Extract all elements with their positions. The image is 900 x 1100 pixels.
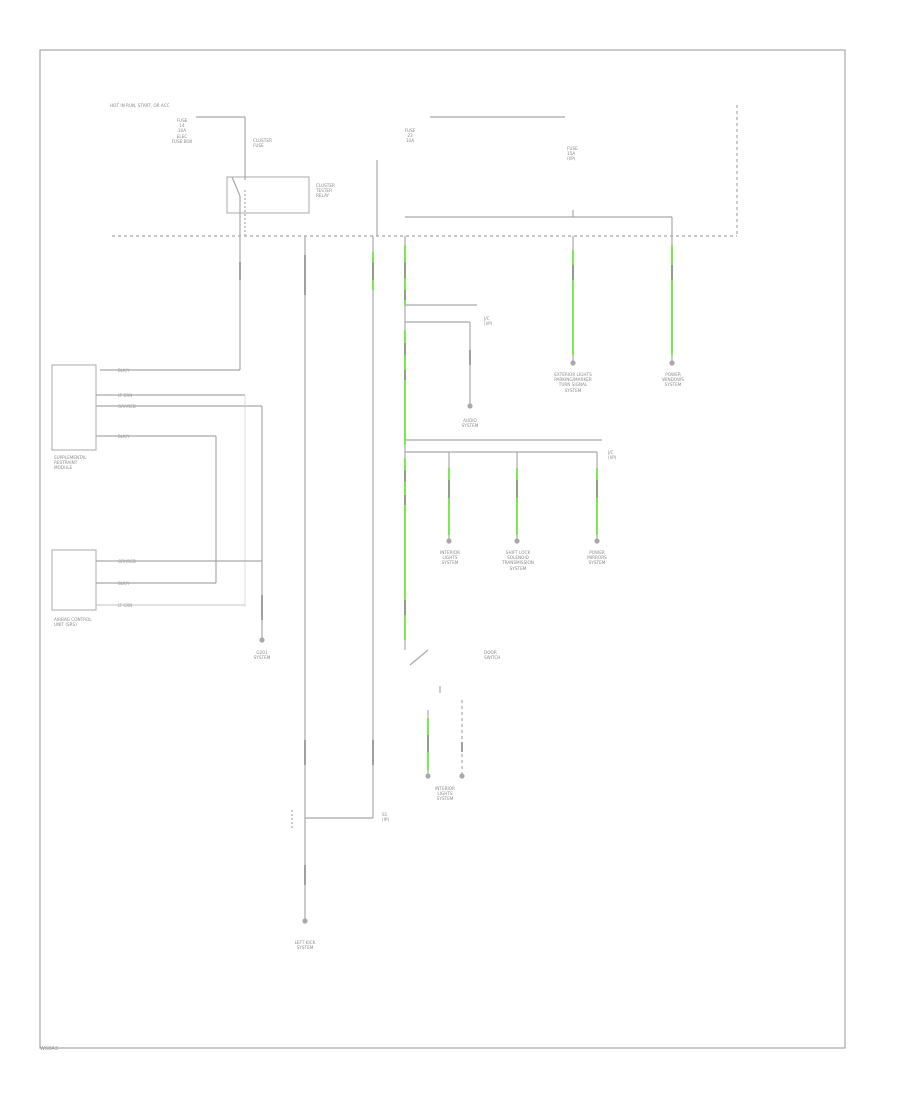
door-switch-label: DOOR SWITCH xyxy=(484,650,501,661)
power-mirrors-label: POWER MIRRORS SYSTEM xyxy=(587,550,607,566)
diagram-frame xyxy=(39,49,846,1049)
interior-lights-label: INTERIOR LIGHTS SYSTEM xyxy=(440,550,460,566)
fuse-left-label: FUSE 14 10A ELEC FUSE BOX xyxy=(171,118,193,144)
connector-a-box xyxy=(51,364,97,451)
splice-label: S1 (IP) xyxy=(382,812,390,823)
wire-label-a1: BLK/Y xyxy=(118,368,130,373)
page-code: W68A3 xyxy=(40,1046,58,1052)
wire-label-b2: BLK/Y xyxy=(118,581,130,586)
ground-a-label: G201 SYSTEM xyxy=(253,650,271,661)
wire-label-a4: BLK/Y xyxy=(118,434,130,439)
wire-label-b1: GRY/RED xyxy=(118,559,136,564)
interior-lights-bottom-label: INTERIOR LIGHTS SYSTEM xyxy=(435,786,455,802)
tester-relay-label: CLUSTER TESTER RELAY xyxy=(316,183,335,199)
wire-label-b3: LT GRN xyxy=(118,603,133,608)
fuse-right-label: FUSE 23 10A xyxy=(404,128,416,144)
wire-label-a3: GRY/RED xyxy=(118,404,136,409)
ground-b-label: LEFT KICK SYSTEM xyxy=(294,940,316,951)
right-fuse-note: FUSE 15A (I/P) xyxy=(567,146,578,162)
shift-lock-label: SHIFT LOCK SOLENOID TRANSMISSION SYSTEM xyxy=(502,550,534,571)
connector-markers xyxy=(239,255,673,885)
junction-2-label: J/C (I/P) xyxy=(608,450,617,461)
title-hot-in-run: HOT IN RUN, START, OR ACC xyxy=(110,103,170,108)
power-windows-label: POWER WINDOWS SYSTEM xyxy=(662,372,684,388)
module-a-label: SUPPLEMENTAL RESTRAINT MODULE xyxy=(54,455,87,471)
cluster-tester-relay xyxy=(226,176,310,214)
connector-b-box xyxy=(51,549,97,611)
junction-1-label: J/C (I/P) xyxy=(484,316,493,327)
audio-system-label: AUDIO SYSTEM xyxy=(461,418,479,429)
wiring-lines xyxy=(51,105,738,924)
module-b-label: AIRBAG CONTROL UNIT (SRS) xyxy=(54,617,92,628)
highlighted-circuit xyxy=(372,245,673,770)
cluster-fuse-label: CLUSTER FUSE xyxy=(253,138,272,149)
exterior-lights-label: EXTERIOR LIGHTS PARKING/MARKER TURN SIGN… xyxy=(554,372,592,393)
wire-label-a2: LT GRN xyxy=(118,393,133,398)
